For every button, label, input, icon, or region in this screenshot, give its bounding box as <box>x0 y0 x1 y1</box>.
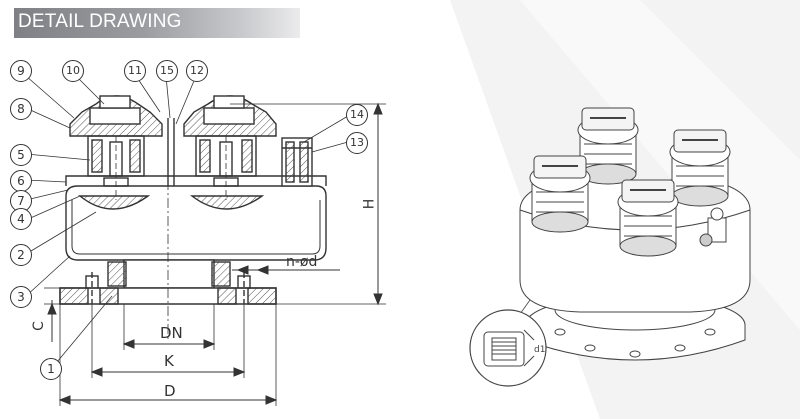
callout-14: 14 <box>346 104 368 126</box>
callout-2: 2 <box>10 244 32 266</box>
section-drawing <box>25 75 386 406</box>
dim-label-k: K <box>164 352 174 370</box>
callout-10: 10 <box>62 60 84 82</box>
valve-head-back <box>577 107 639 185</box>
callout-5: 5 <box>10 144 32 166</box>
thread-detail-circle <box>469 309 547 387</box>
dim-label-n-od: n-ød <box>286 254 318 270</box>
callout-9: 9 <box>10 60 32 82</box>
title-bar <box>14 8 300 38</box>
callout-6: 6 <box>10 170 32 192</box>
callout-7: 7 <box>10 190 32 212</box>
callout-15: 15 <box>156 60 178 82</box>
dim-label-d: D <box>164 382 176 400</box>
callout-4: 4 <box>10 208 32 230</box>
dim-label-dn: DN <box>160 324 183 342</box>
page-title: DETAIL DRAWING <box>18 11 182 32</box>
right-valve <box>183 95 277 210</box>
dim-label-c: C <box>30 321 47 331</box>
dim-label-h: H <box>361 198 378 210</box>
left-valve <box>69 95 163 210</box>
callout-8: 8 <box>10 98 32 120</box>
callout-12: 12 <box>186 60 208 82</box>
body-outline <box>65 185 327 261</box>
callout-3: 3 <box>10 286 32 308</box>
callout-13: 13 <box>346 132 368 154</box>
callout-11: 11 <box>124 60 146 82</box>
drain-valve <box>699 207 727 247</box>
valve-head-right <box>669 129 731 207</box>
product-3d-view: d1 <box>469 107 751 387</box>
valve-head-left <box>529 155 591 233</box>
valve-head-front <box>617 179 679 257</box>
detail-thread-label: d1 <box>534 345 545 355</box>
callout-1: 1 <box>40 358 62 380</box>
